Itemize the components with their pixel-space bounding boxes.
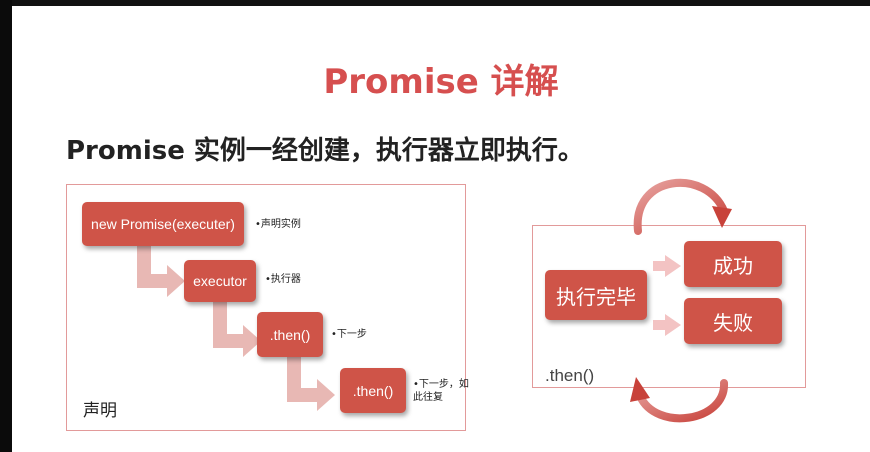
step-new-promise: new Promise(executer)	[82, 202, 244, 246]
top-curved-arrowhead	[712, 206, 732, 228]
success-label: 成功	[713, 253, 753, 278]
step-note-repeat: •下一步，如此往复	[413, 379, 469, 403]
step-arrow-3	[287, 355, 335, 411]
branch-arrow-success	[653, 255, 681, 277]
window-left-bar	[0, 0, 12, 452]
step-note-executor: •执行器	[265, 274, 301, 285]
step-arrow-1	[137, 233, 185, 297]
result-diagram: 执行完毕 成功 失败 .then()	[532, 225, 806, 388]
declaration-label: 声明	[83, 401, 117, 421]
step-then-1: .then()	[257, 312, 323, 357]
slide: Promise 详解 Promise 实例一经创建，执行器立即执行。 new P…	[12, 6, 870, 452]
step-note-declare: •声明实例	[255, 219, 301, 230]
step-label: .then()	[352, 382, 394, 399]
step-arrow-2	[213, 294, 261, 357]
done-label: 执行完毕	[556, 284, 636, 309]
success-box: 成功	[684, 241, 782, 287]
top-curved-arrow	[633, 178, 728, 235]
declaration-diagram: new Promise(executer) •声明实例 executor •执行…	[66, 184, 469, 431]
slide-title: Promise 详解	[323, 62, 559, 102]
step-arrows	[137, 233, 335, 411]
step-note-next: •下一步	[331, 329, 367, 340]
failure-label: 失败	[713, 310, 753, 335]
then-label: .then()	[545, 366, 595, 385]
loop-arrows	[630, 178, 732, 423]
done-box: 执行完毕	[545, 270, 647, 320]
slide-subtitle: Promise 实例一经创建，执行器立即执行。	[66, 136, 584, 166]
step-then-2: .then()	[340, 368, 406, 413]
window-top-bar	[0, 0, 870, 6]
bottom-curved-arrow	[636, 379, 729, 423]
failure-box: 失败	[684, 298, 782, 344]
branch-arrows	[653, 255, 681, 336]
bottom-curved-arrowhead	[630, 377, 650, 402]
step-label: .then()	[269, 326, 311, 343]
branch-arrow-failure	[653, 314, 681, 336]
step-executor: executor	[184, 260, 256, 302]
step-label: new Promise(executer)	[91, 216, 235, 232]
step-label: executor	[193, 273, 247, 289]
